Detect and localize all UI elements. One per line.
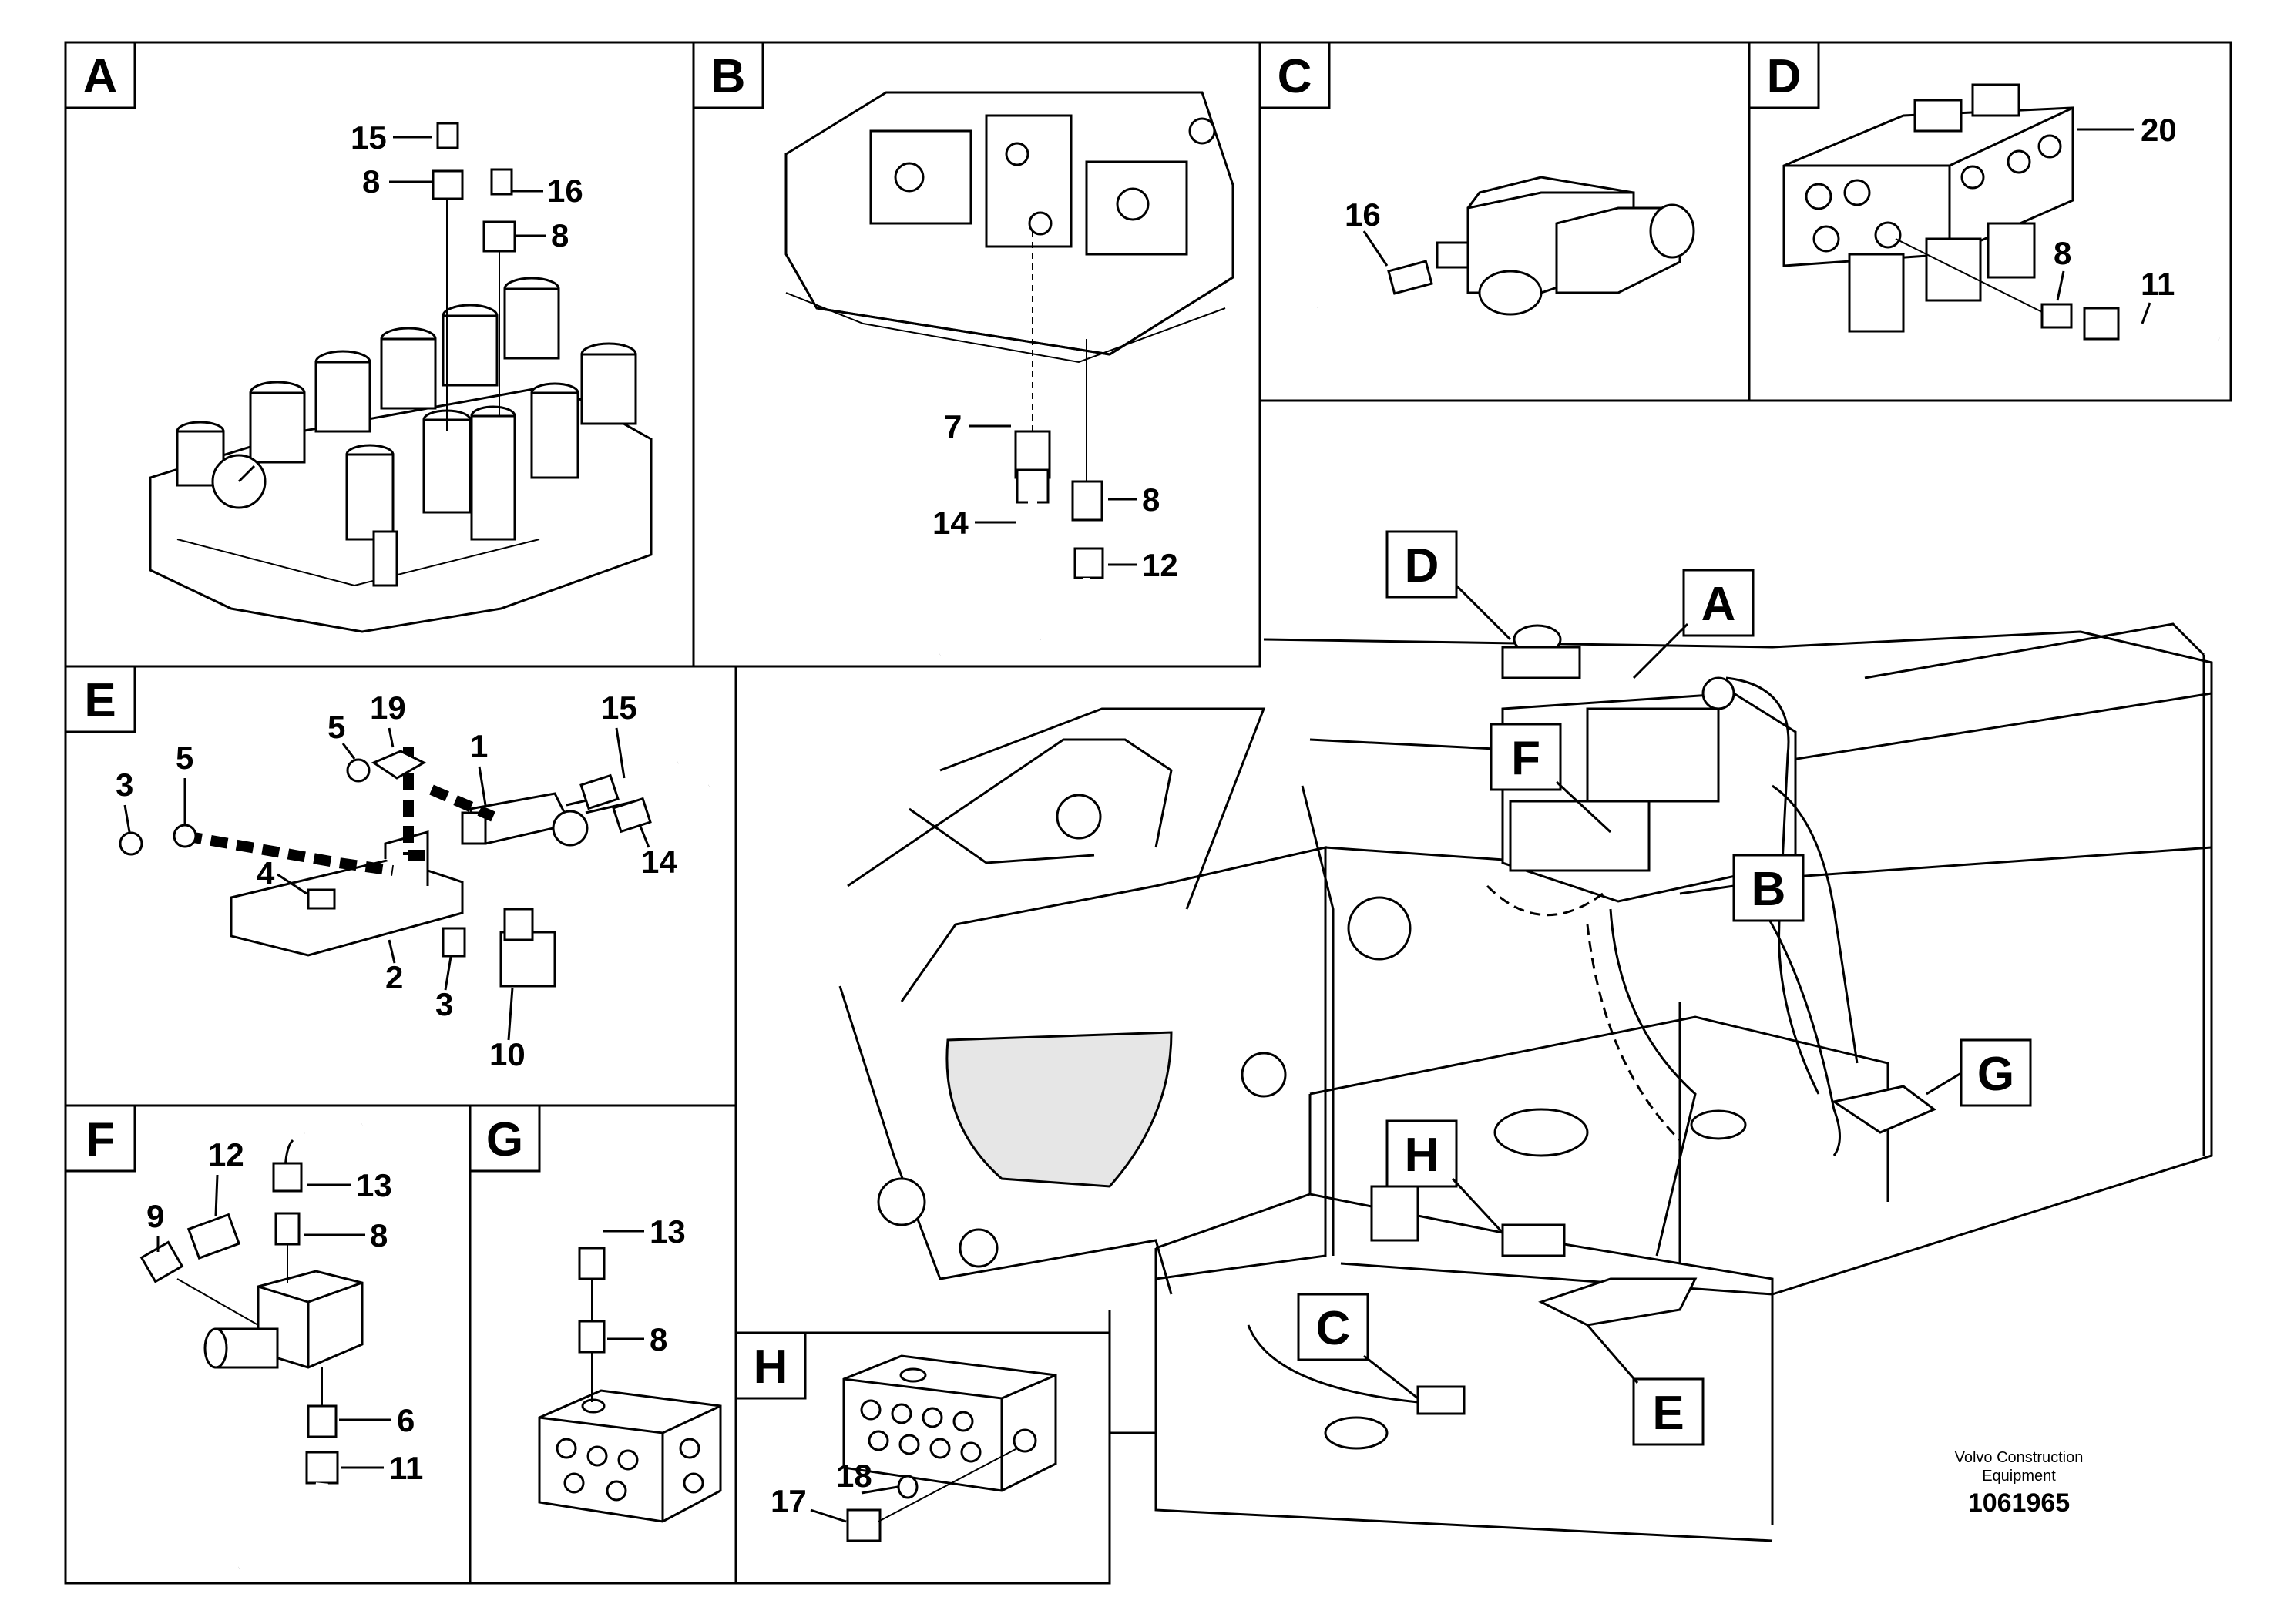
overview-tag-b: B [1679,854,1805,922]
panel-d-callouts: 20 8 11 [2054,112,2177,324]
panel-tag-g: G [469,1104,541,1173]
brand-line-2: Equipment [1982,1468,2056,1485]
overview-tag-e: E [1586,1324,1705,1446]
svg-text:8: 8 [370,1217,388,1253]
panel-tag-d: D [1748,41,1820,109]
panel-tag-f: F [64,1104,136,1173]
svg-text:C: C [1316,1302,1351,1355]
panel-tag-e: E [64,665,136,733]
panel-c-drawing [1316,176,1695,316]
gauge-dial [211,454,267,509]
brand-line-1: Volvo Construction [1954,1449,2084,1466]
svg-text:8: 8 [2054,235,2071,271]
solenoid-row-front [176,382,579,541]
svg-text:5: 5 [327,709,345,745]
svg-text:10: 10 [489,1036,526,1072]
svg-text:11: 11 [2141,266,2175,302]
panel-b-callouts: 7 14 8 12 [932,408,1178,583]
panel-d-drawing [1782,83,2220,344]
svg-text:14: 14 [641,844,677,880]
svg-text:8: 8 [362,163,380,200]
svg-text:6: 6 [397,1402,415,1438]
overview-tag-h: H [1385,1119,1504,1234]
overview-tag-f: F [1490,723,1612,834]
svg-text:13: 13 [650,1213,686,1250]
svg-text:D: D [1767,50,1802,103]
svg-text:14: 14 [932,505,969,541]
svg-text:11: 11 [389,1450,423,1486]
svg-text:12: 12 [208,1136,244,1173]
panel-a-drawing [149,93,653,633]
panel-e-callouts: 19 5 1 15 3 5 4 14 2 3 10 [116,690,677,1072]
svg-text:C: C [1278,50,1312,103]
panel-tag-a: A [64,41,136,109]
svg-text:E: E [1652,1387,1684,1440]
panel-g-drawing [538,1179,722,1523]
svg-text:5: 5 [176,740,193,776]
svg-text:20: 20 [2141,112,2177,148]
svg-text:17: 17 [771,1483,807,1519]
svg-text:15: 15 [601,690,637,726]
svg-text:16: 16 [547,173,583,209]
svg-text:8: 8 [551,217,569,253]
svg-text:B: B [711,50,746,103]
svg-text:4: 4 [257,855,275,891]
overview-tag-g: G [1926,1038,2032,1107]
panel-b-drawing [784,91,1234,659]
brand-caption: Volvo Construction Equipment [1942,1448,2096,1485]
panel-h-callouts: 17 18 [771,1458,898,1523]
svg-text:16: 16 [1345,196,1381,233]
svg-text:B: B [1752,863,1786,916]
svg-text:3: 3 [435,986,453,1022]
svg-text:18: 18 [836,1458,872,1494]
svg-text:8: 8 [650,1321,667,1357]
panel-h-drawing [842,1354,1057,1542]
svg-text:19: 19 [370,690,406,726]
svg-text:3: 3 [116,767,133,803]
panel-a-callouts: 15 8 16 8 [351,119,583,253]
panel-tag-c: C [1258,41,1331,109]
overview-tag-c: C [1297,1293,1419,1400]
svg-text:A: A [83,50,118,103]
svg-text:F: F [1511,732,1540,785]
svg-text:8: 8 [1142,481,1160,518]
svg-text:9: 9 [146,1198,164,1234]
svg-text:H: H [754,1340,788,1394]
svg-text:E: E [84,674,116,727]
svg-text:H: H [1405,1129,1439,1182]
solenoid-row-back [249,277,637,464]
overview-tag-a: A [1632,569,1755,679]
panel-f-drawing [139,1118,364,1573]
panel-tag-h: H [734,1331,807,1400]
overview-valve-assembly [1247,624,1936,1415]
svg-text:15: 15 [351,119,387,156]
panel-frames [64,41,2232,1585]
svg-text:2: 2 [385,959,403,995]
panel-c-callouts: 16 [1345,196,1389,267]
panel-f-callouts: 12 13 9 8 6 11 [146,1136,423,1486]
panel-g-callouts: 13 8 [603,1213,686,1357]
svg-text:F: F [86,1113,115,1166]
overview-tag-d: D [1385,530,1512,641]
panel-tag-b: B [692,41,764,109]
svg-text:A: A [1701,578,1736,631]
svg-text:1: 1 [470,728,488,764]
document-number: 1061965 [1967,1488,2071,1518]
panel-e-drawing [119,747,711,988]
svg-text:7: 7 [944,408,962,445]
svg-text:12: 12 [1142,547,1178,583]
svg-text:13: 13 [356,1167,392,1203]
svg-text:G: G [486,1113,523,1166]
svg-text:G: G [1977,1048,2014,1101]
svg-text:D: D [1405,539,1439,592]
